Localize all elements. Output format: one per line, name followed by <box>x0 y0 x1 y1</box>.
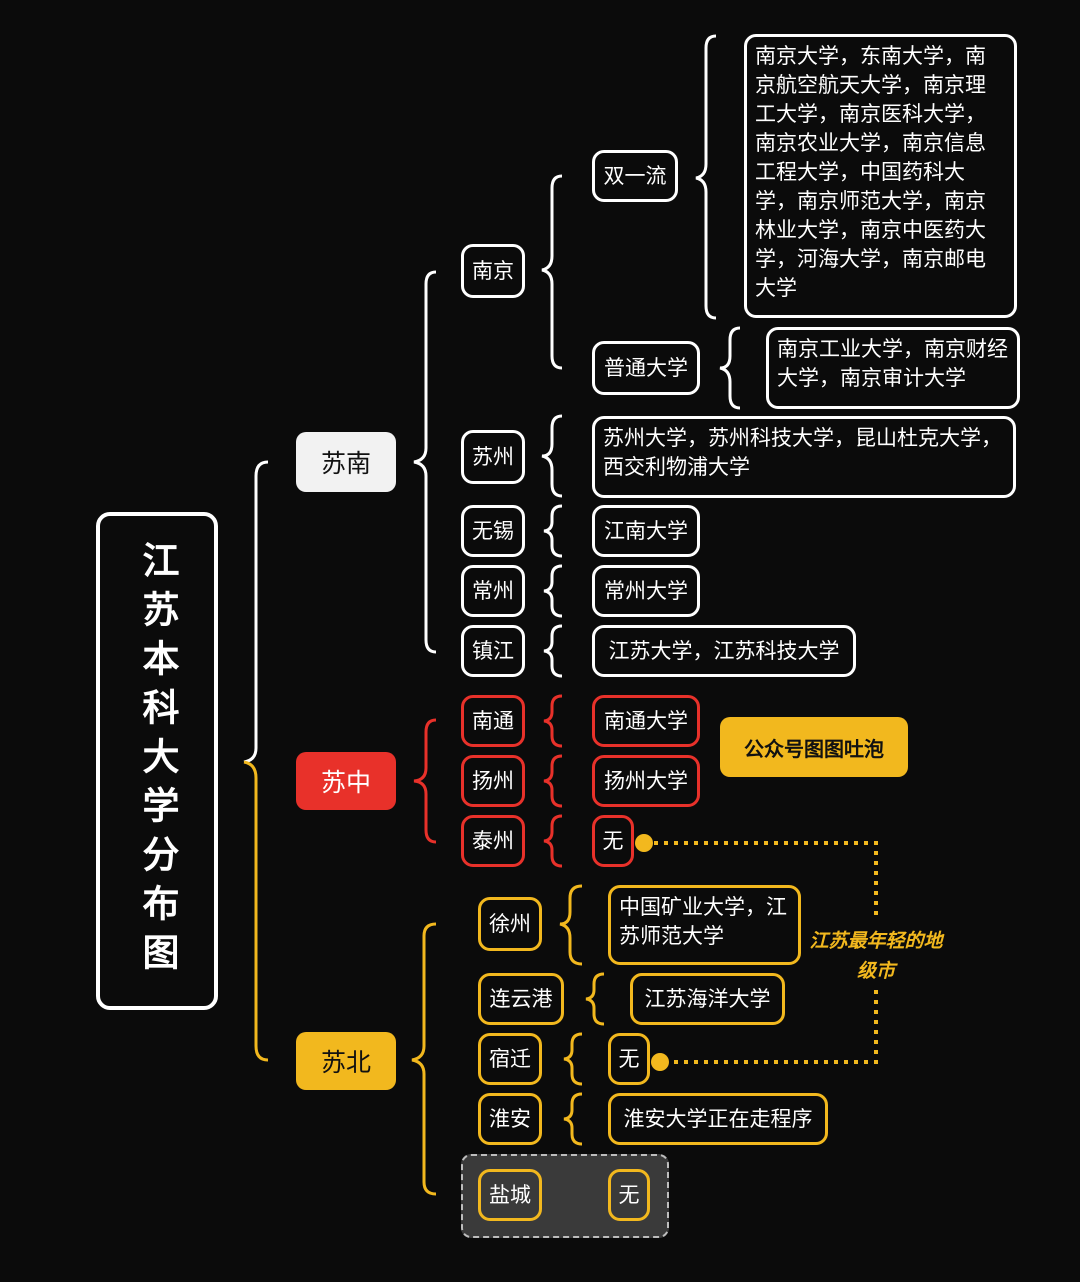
annotation-youngest-city: 江苏最年轻的地级市 <box>809 930 943 982</box>
city-huaian: 淮安 <box>478 1093 542 1145</box>
city-nanjing: 南京 <box>461 244 525 298</box>
city-suqian: 宿迁 <box>478 1033 542 1085</box>
watermark-badge: 公众号图图吐泡 <box>720 717 908 777</box>
list-suzhou: 苏州大学，苏州科技大学，昆山杜克大学，西交利物浦大学 <box>592 416 1016 498</box>
city-wuxi: 无锡 <box>461 505 525 557</box>
region-suzhong: 苏中 <box>296 752 396 810</box>
list-suqian: 无 <box>608 1033 650 1085</box>
region-subei: 苏北 <box>296 1032 396 1090</box>
title-box: 江苏本科大学分布图 <box>96 512 218 1010</box>
list-changzhou: 常州大学 <box>592 565 700 617</box>
city-lianyungang: 连云港 <box>478 973 564 1025</box>
list-double-first-class: 南京大学，东南大学，南京航空航天大学，南京理工大学，南京医科大学，南京农业大学，… <box>744 34 1017 318</box>
list-taizhou: 无 <box>592 815 634 867</box>
city-yancheng: 盐城 <box>478 1169 542 1221</box>
list-lianyungang: 江苏海洋大学 <box>630 973 785 1025</box>
list-yancheng: 无 <box>608 1169 650 1221</box>
category-double-first-class: 双一流 <box>592 150 678 202</box>
category-ordinary: 普通大学 <box>592 341 700 395</box>
highlight-yancheng <box>461 1154 669 1238</box>
city-yangzhou: 扬州 <box>461 755 525 807</box>
list-nantong: 南通大学 <box>592 695 700 747</box>
list-yangzhou: 扬州大学 <box>592 755 700 807</box>
annotation-dot-suqian <box>651 1053 669 1071</box>
list-wuxi: 江南大学 <box>592 505 700 557</box>
region-sunan: 苏南 <box>296 432 396 492</box>
list-xuzhou: 中国矿业大学，江苏师范大学 <box>608 885 801 965</box>
city-suzhou: 苏州 <box>461 430 525 484</box>
annotation-dot-taizhou <box>635 834 653 852</box>
page-title: 江苏本科大学分布图 <box>136 540 179 982</box>
city-nantong: 南通 <box>461 695 525 747</box>
city-xuzhou: 徐州 <box>478 897 542 951</box>
list-zhenjiang: 江苏大学，江苏科技大学 <box>592 625 856 677</box>
city-taizhou: 泰州 <box>461 815 525 867</box>
list-ordinary: 南京工业大学，南京财经大学，南京审计大学 <box>766 327 1020 409</box>
list-huaian: 淮安大学正在走程序 <box>608 1093 828 1145</box>
city-changzhou: 常州 <box>461 565 525 617</box>
city-zhenjiang: 镇江 <box>461 625 525 677</box>
